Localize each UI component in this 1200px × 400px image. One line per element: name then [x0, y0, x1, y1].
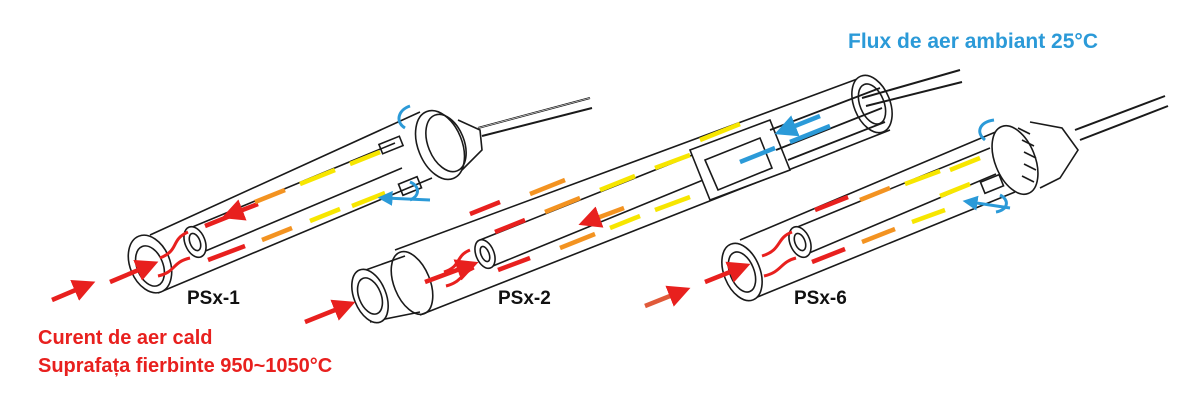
- model-label-psx-2: PSx-2: [498, 288, 551, 309]
- flow-psx-6: [644, 118, 1011, 309]
- ambient-airflow-label: Flux de aer ambiant 25°C: [848, 30, 1098, 53]
- igniter-psx-1: [127, 97, 593, 294]
- wire-icon: [861, 69, 963, 107]
- flow-psx-2: [304, 113, 831, 325]
- wire-icon: [477, 97, 593, 137]
- igniter-psx-6: [721, 95, 1169, 302]
- hot-surface-label: Suprafața fierbinte 950~1050°C: [38, 355, 333, 377]
- model-label-psx-6: PSx-6: [794, 288, 847, 309]
- hot-air-label: Curent de aer cald: [38, 327, 213, 349]
- model-label-psx-1: PSx-1: [187, 288, 240, 309]
- wire-icon: [1074, 95, 1169, 141]
- flow-psx-1: [51, 104, 431, 303]
- igniter-psx-2: [351, 69, 963, 324]
